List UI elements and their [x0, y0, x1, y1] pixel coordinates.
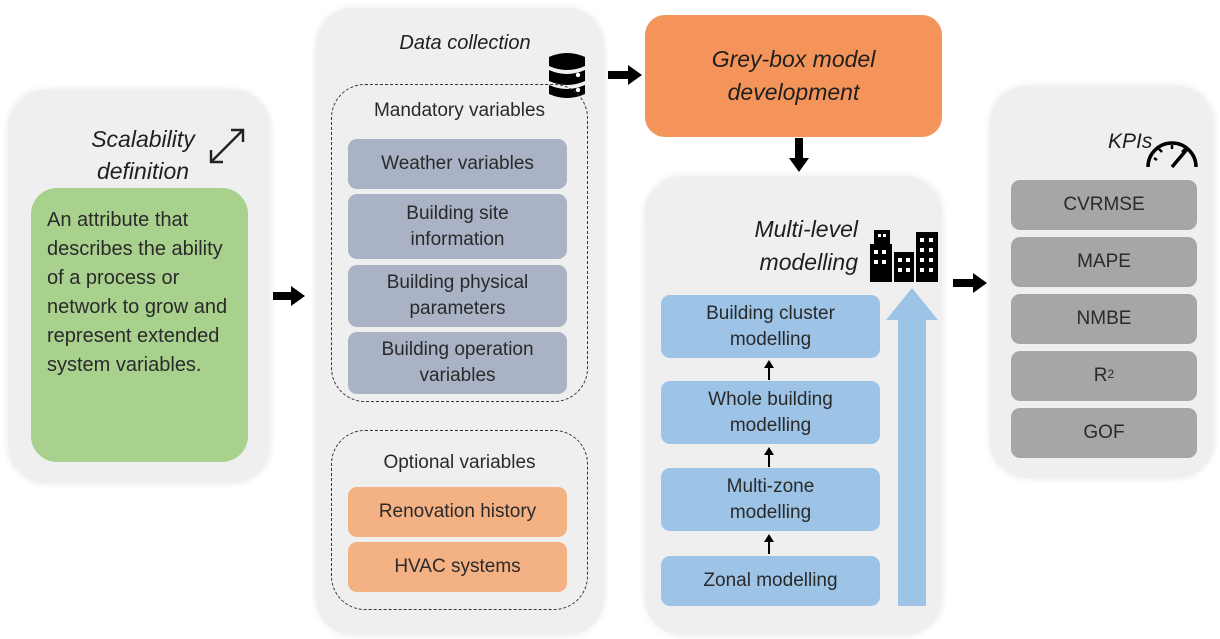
city-buildings-icon — [870, 230, 938, 282]
level-zonal: Zonal modelling — [661, 556, 880, 606]
kpi-cvrmse: CVRMSE — [1011, 180, 1197, 230]
optional-item-renovation: Renovation history — [348, 487, 567, 537]
speedometer-icon — [1146, 141, 1198, 169]
mandatory-variables-group — [331, 84, 588, 402]
kpis-title: KPIs — [1108, 130, 1153, 153]
level-multi-zone: Multi-zone modelling — [661, 468, 880, 531]
scalability-title: Scalability definition — [91, 126, 195, 185]
arrow-to-kpis — [953, 273, 987, 293]
optional-item-hvac: HVAC systems — [348, 542, 567, 592]
kpi-mape: MAPE — [1011, 237, 1197, 287]
kpi-r2-base: R — [1093, 365, 1108, 387]
kpi-gof: GOF — [1011, 408, 1197, 458]
arrow-to-greybox — [608, 65, 642, 85]
up-arrow-zonal-to-multizone — [764, 534, 774, 554]
scalability-definition-box: An attribute that describes the ability … — [31, 188, 248, 462]
kpi-r2-superscript: 2 — [1107, 366, 1115, 381]
diagonal-double-arrow-icon — [209, 128, 245, 164]
arrow-to-data-collection — [273, 286, 305, 306]
big-scale-up-arrow — [886, 288, 938, 606]
optional-variables-title: Optional variables — [383, 452, 536, 473]
level-whole-building: Whole building modelling — [661, 381, 880, 444]
mandatory-variables-title: Mandatory variables — [373, 100, 546, 121]
mandatory-item-physical: Building physical parameters — [348, 265, 567, 327]
mandatory-item-site: Building site information — [348, 194, 567, 259]
multilevel-title: Multi-level modelling — [754, 216, 858, 276]
level-building-cluster: Building cluster modelling — [661, 295, 880, 358]
mandatory-item-weather: Weather variables — [348, 139, 567, 189]
arrow-to-multilevel — [789, 138, 809, 172]
greybox-model-box: Grey-box model development — [645, 15, 942, 137]
data-collection-title: Data collection — [399, 32, 531, 54]
up-arrow-whole-to-cluster — [764, 360, 774, 380]
up-arrow-multizone-to-whole — [764, 447, 774, 467]
kpi-nmbe: NMBE — [1011, 294, 1197, 344]
mandatory-item-operation: Building operation variables — [348, 332, 567, 394]
optional-variables-group — [331, 430, 588, 610]
